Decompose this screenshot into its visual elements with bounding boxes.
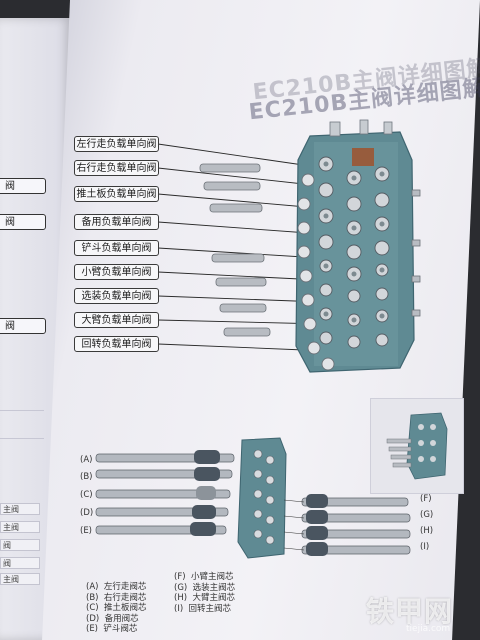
- watermark-logo: 铁甲网: [366, 595, 454, 628]
- legend-col-1: (A) 左行走阀芯 (B) 右行走阀芯 (C) 推土板阀芯 (D) 备用阀芯 (…: [86, 582, 147, 635]
- spool-label-d: (D): [80, 508, 94, 518]
- callout-arm-check-valve: 小臂负载单向阀: [74, 264, 159, 280]
- callout-bucket-check-valve: 铲斗负载单向阀: [74, 240, 159, 256]
- spool-label-i: (I): [420, 542, 430, 552]
- legend-item: (I) 回转主阀芯: [174, 603, 232, 614]
- thumbnail-valve-illustration: [386, 412, 448, 480]
- leader-lines: [157, 143, 325, 351]
- callout-spare-check-valve: 备用负载单向阀: [74, 214, 159, 230]
- callout-dozer-check-valve: 推土板负载单向阀: [74, 186, 159, 202]
- main-valve-illustration: [199, 119, 421, 373]
- left-page-row: 主阀: [0, 573, 40, 585]
- legend-item: (B) 右行走阀芯: [86, 592, 147, 603]
- callout-left-travel-check-valve: 左行走负载单向阀: [74, 136, 159, 152]
- legend-item: (F) 小臂主阀芯: [174, 572, 234, 582]
- spool-label-b: (B): [80, 472, 93, 482]
- page-content: EC210B主阀详细图解 EC210B主阀详细图解: [72, 0, 480, 640]
- spool-exploded-illustration: [95, 437, 411, 559]
- thumbnail-photo: [370, 398, 464, 494]
- legend-item: (C) 推土板阀芯: [86, 603, 147, 613]
- left-page-label: 阀: [0, 214, 46, 230]
- spool-label-h: (H): [420, 526, 434, 536]
- left-page-divider: [0, 438, 44, 439]
- callout-boom-check-valve: 大臂负载单向阀: [74, 312, 159, 328]
- spool-label-e: (E): [80, 526, 93, 536]
- spool-label-f: (F): [420, 494, 432, 504]
- legend-item: (A) 左行走阀芯: [86, 582, 147, 592]
- left-page-label: 阀: [0, 318, 46, 334]
- left-page-row: 阀: [0, 557, 40, 569]
- legend-item: (D) 备用阀芯: [86, 613, 139, 624]
- callout-swing-check-valve: 回转负载单向阀: [74, 336, 159, 352]
- watermark-url: tiejia.com: [406, 624, 451, 634]
- legend-item: (E) 铲斗阀芯: [86, 624, 138, 634]
- spool-label-g: (G): [420, 510, 434, 520]
- spool-label-c: (C): [80, 490, 93, 500]
- legend-item: (H) 大臂主阀芯: [174, 593, 235, 603]
- left-page-divider: [0, 410, 44, 411]
- left-page-row: 阀: [0, 539, 40, 551]
- legend-item: (G) 选装主阀芯: [174, 582, 236, 593]
- left-page-label: 阀: [0, 178, 46, 194]
- callout-option-check-valve: 选装负载单向阀: [74, 288, 159, 304]
- left-page-row: 主阀: [0, 503, 40, 515]
- callout-right-travel-check-valve: 右行走负载单向阀: [74, 160, 159, 176]
- spool-label-a: (A): [80, 455, 93, 465]
- legend-col-2: (F) 小臂主阀芯 (G) 选装主阀芯 (H) 大臂主阀芯 (I) 回转主阀芯: [174, 572, 235, 614]
- left-page-row: 主阀: [0, 521, 40, 533]
